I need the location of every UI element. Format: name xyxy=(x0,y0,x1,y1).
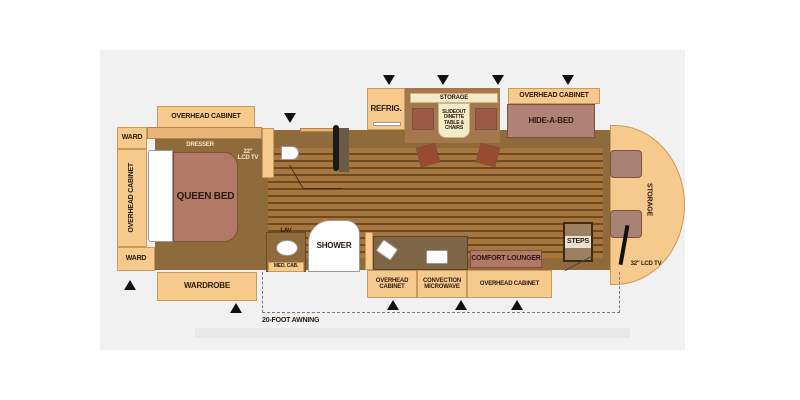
dresser-label: DRESSER xyxy=(186,142,214,149)
slide-marker-icon xyxy=(284,113,296,123)
slide-marker-icon xyxy=(562,75,574,85)
overhead-cabinet-rear-label: OVERHEAD CABINET xyxy=(128,163,136,233)
ward-top: WARD xyxy=(117,127,147,149)
awning-outline xyxy=(262,272,620,313)
rear-slide-trim xyxy=(147,127,262,139)
bed-headboard xyxy=(148,150,173,242)
captain-chair-passenger[interactable] xyxy=(610,150,642,178)
lav-label: LAV xyxy=(280,227,292,234)
cooktop xyxy=(426,250,448,264)
toilet-icon xyxy=(281,146,299,160)
storage-front-label: STORAGE xyxy=(645,183,653,217)
storage-front: STORAGE xyxy=(642,160,656,240)
slide-marker-icon xyxy=(492,75,504,85)
hide-a-bed[interactable]: HIDE-A-BED xyxy=(507,104,595,138)
steps-label: STEPS xyxy=(565,236,591,248)
slide-marker-icon xyxy=(383,75,395,85)
refrigerator-door xyxy=(373,122,401,126)
slide-marker-icon xyxy=(230,303,242,313)
overhead-cabinet-slide: OVERHEAD CABINET xyxy=(508,88,600,104)
bath-wall xyxy=(262,128,274,178)
closet-rod xyxy=(333,125,339,171)
closet-shelf xyxy=(339,128,349,172)
awning-label: 20-FOOT AWNING xyxy=(262,317,320,325)
comfort-lounger[interactable]: COMFORT LOUNGER xyxy=(470,250,542,268)
shower[interactable]: SHOWER xyxy=(308,220,360,272)
overhead-cabinet-rear-top: OVERHEAD CABINET xyxy=(157,106,255,128)
slide-marker-icon xyxy=(437,75,449,85)
wardrobe: WARDROBE xyxy=(157,272,257,301)
lav-sink xyxy=(276,240,298,256)
slide-marker-icon xyxy=(511,300,523,310)
rear-tv-label: 22" LCD TV xyxy=(237,148,259,161)
queen-bed[interactable]: QUEEN BED xyxy=(173,152,238,242)
overhead-cabinet-rear: OVERHEAD CABINET xyxy=(117,149,147,247)
floorplan-shadow xyxy=(195,328,630,338)
dinette-chair-2[interactable] xyxy=(475,108,497,130)
slide-marker-icon xyxy=(455,300,467,310)
convection-microwave: CONVECTION MICROWAVE xyxy=(417,270,467,298)
ward-bottom: WARD xyxy=(117,247,155,271)
dinette-chair-1[interactable] xyxy=(412,108,434,130)
dinette-table[interactable]: SLIDEOUT DINETTE TABLE & CHAIRS xyxy=(438,103,470,138)
storage-top: STORAGE xyxy=(410,93,498,103)
slide-marker-icon xyxy=(124,280,136,290)
kitchen-wall xyxy=(365,232,373,270)
overhead-cabinet-front: OVERHEAD CABINET xyxy=(467,270,552,298)
slide-marker-icon xyxy=(387,300,399,310)
front-tv-label: 32" LCD TV xyxy=(630,261,662,268)
steps[interactable]: STEPS xyxy=(563,222,593,262)
med-cab: MED. CAB. xyxy=(268,262,304,272)
overhead-cabinet-kitchen: OVERHEAD CABINET xyxy=(367,270,417,298)
